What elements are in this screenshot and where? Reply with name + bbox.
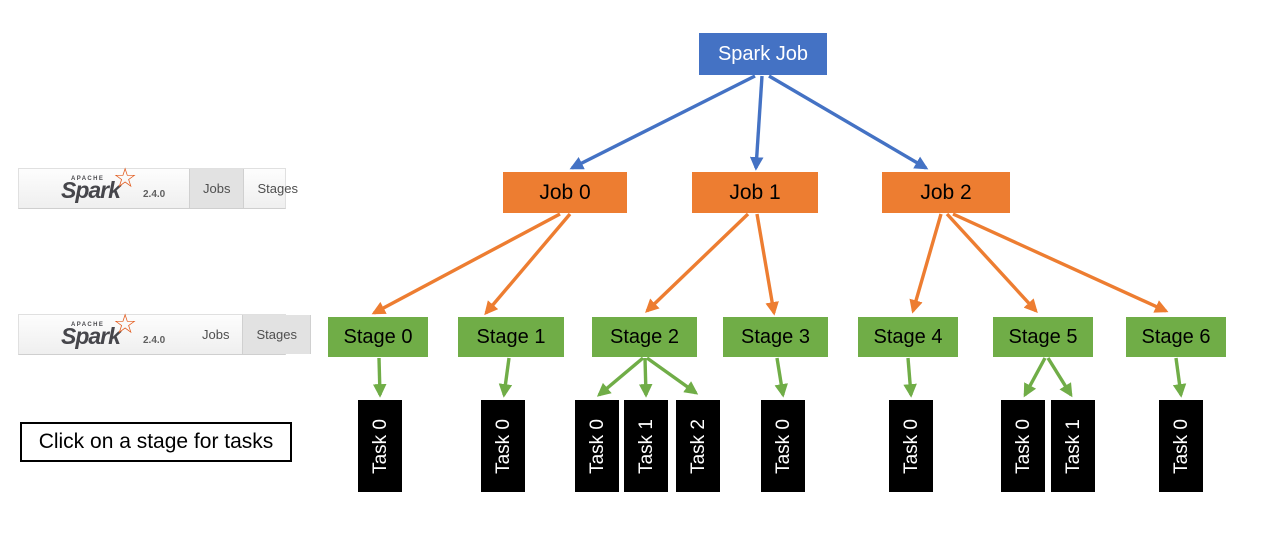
spark-navbar-jobs: Spark APACHE ☆ 2.4.0 Jobs Stages [18, 165, 298, 209]
node-job-1: Job 1 [692, 172, 818, 213]
node-stage-3[interactable]: Stage 3 [723, 317, 828, 357]
node-label: Stage 0 [343, 326, 413, 348]
node-label: Task 0 [492, 418, 514, 474]
tab-jobs-1[interactable]: Jobs [189, 169, 245, 208]
edge-blue-1 [749, 75, 764, 171]
node-label: Job 2 [920, 181, 972, 204]
node-job-2: Job 2 [882, 172, 1010, 213]
edge-orange-9 [952, 212, 1169, 313]
spark-logo-text: Spark [61, 323, 121, 349]
node-label: Task 0 [586, 418, 608, 474]
node-label: Job 0 [539, 181, 591, 204]
apache-label: APACHE [71, 176, 105, 182]
spark-logo-text: Spark [61, 177, 121, 203]
node-label: Stage 6 [1141, 326, 1211, 348]
edge-orange-5 [645, 212, 750, 313]
node-task-s5-0: Task 0 [1001, 400, 1045, 492]
spark-navbar-stages: Spark APACHE ☆ 2.4.0 Jobs Stages [18, 311, 311, 355]
edge-green-10 [372, 357, 387, 398]
node-stage-2[interactable]: Stage 2 [592, 317, 697, 357]
edge-orange-3 [371, 212, 561, 315]
edge-orange-6 [755, 213, 779, 316]
apache-label: APACHE [71, 322, 105, 328]
node-label: Task 0 [1170, 418, 1192, 474]
nav-tabs: Jobs Stages [189, 315, 311, 354]
node-label: Task 0 [1012, 418, 1034, 474]
node-label: Task 1 [635, 418, 657, 474]
node-task-s2-0: Task 0 [575, 400, 619, 492]
node-stage-0[interactable]: Stage 0 [328, 317, 428, 357]
tab-jobs-2[interactable]: Jobs [202, 327, 230, 342]
spark-version: 2.4.0 [143, 189, 166, 200]
edge-orange-8 [945, 212, 1038, 314]
tab-stages-1[interactable]: Stages [257, 181, 298, 196]
node-label: Stage 5 [1008, 326, 1078, 348]
node-job-0: Job 0 [503, 172, 627, 213]
node-stage-1[interactable]: Stage 1 [458, 317, 564, 357]
spark-star-icon: ☆ [113, 309, 138, 339]
node-task-s2-2: Task 2 [676, 400, 720, 492]
node-label: Stage 3 [741, 326, 810, 348]
spark-star-icon: ☆ [113, 163, 138, 193]
edge-green-13 [638, 357, 653, 398]
caption-text: Click on a stage for tasks [38, 430, 274, 453]
nav-tabs: Jobs Stages [189, 169, 311, 208]
node-label: Stage 1 [476, 326, 546, 348]
node-stage-6[interactable]: Stage 6 [1126, 317, 1226, 357]
edge-green-19 [1172, 357, 1187, 398]
tab-stages-2[interactable]: Stages [242, 315, 311, 354]
edge-green-11 [498, 357, 513, 398]
node-label: Task 0 [900, 418, 922, 474]
node-label: Spark Job [717, 43, 809, 65]
edge-orange-7 [909, 213, 943, 314]
edge-blue-0 [569, 74, 756, 170]
node-stage-4[interactable]: Stage 4 [858, 317, 958, 357]
spark-logo: Spark APACHE ☆ 2.4.0 [61, 311, 189, 354]
edge-green-17 [1023, 357, 1047, 398]
caption-box: Click on a stage for tasks [20, 422, 292, 462]
edge-green-15 [774, 357, 788, 398]
spark-logo: Spark APACHE ☆ 2.4.0 [61, 165, 189, 208]
edge-orange-4 [484, 212, 572, 316]
node-label: Task 0 [772, 418, 794, 474]
edge-blue-2 [768, 74, 929, 170]
node-task-s3-0: Task 0 [761, 400, 805, 492]
node-spark-job: Spark Job [699, 33, 827, 75]
node-task-s6-0: Task 0 [1159, 400, 1203, 492]
node-stage-5[interactable]: Stage 5 [993, 317, 1093, 357]
node-label: Stage 2 [610, 326, 679, 348]
node-task-s0-0: Task 0 [358, 400, 402, 492]
node-task-s4-0: Task 0 [889, 400, 933, 492]
node-label: Task 0 [369, 418, 391, 474]
edge-green-14 [646, 356, 699, 395]
edge-green-16 [903, 357, 917, 398]
node-task-s2-1: Task 1 [624, 400, 668, 492]
spark-version: 2.4.0 [143, 335, 166, 346]
edge-green-18 [1046, 357, 1073, 398]
node-label: Job 1 [729, 181, 781, 204]
node-label: Task 2 [687, 418, 709, 474]
node-task-s1-0: Task 0 [481, 400, 525, 492]
node-label: Task 1 [1062, 418, 1084, 474]
edge-green-12 [596, 356, 645, 397]
node-task-s5-1: Task 1 [1051, 400, 1095, 492]
node-label: Stage 4 [873, 326, 943, 348]
